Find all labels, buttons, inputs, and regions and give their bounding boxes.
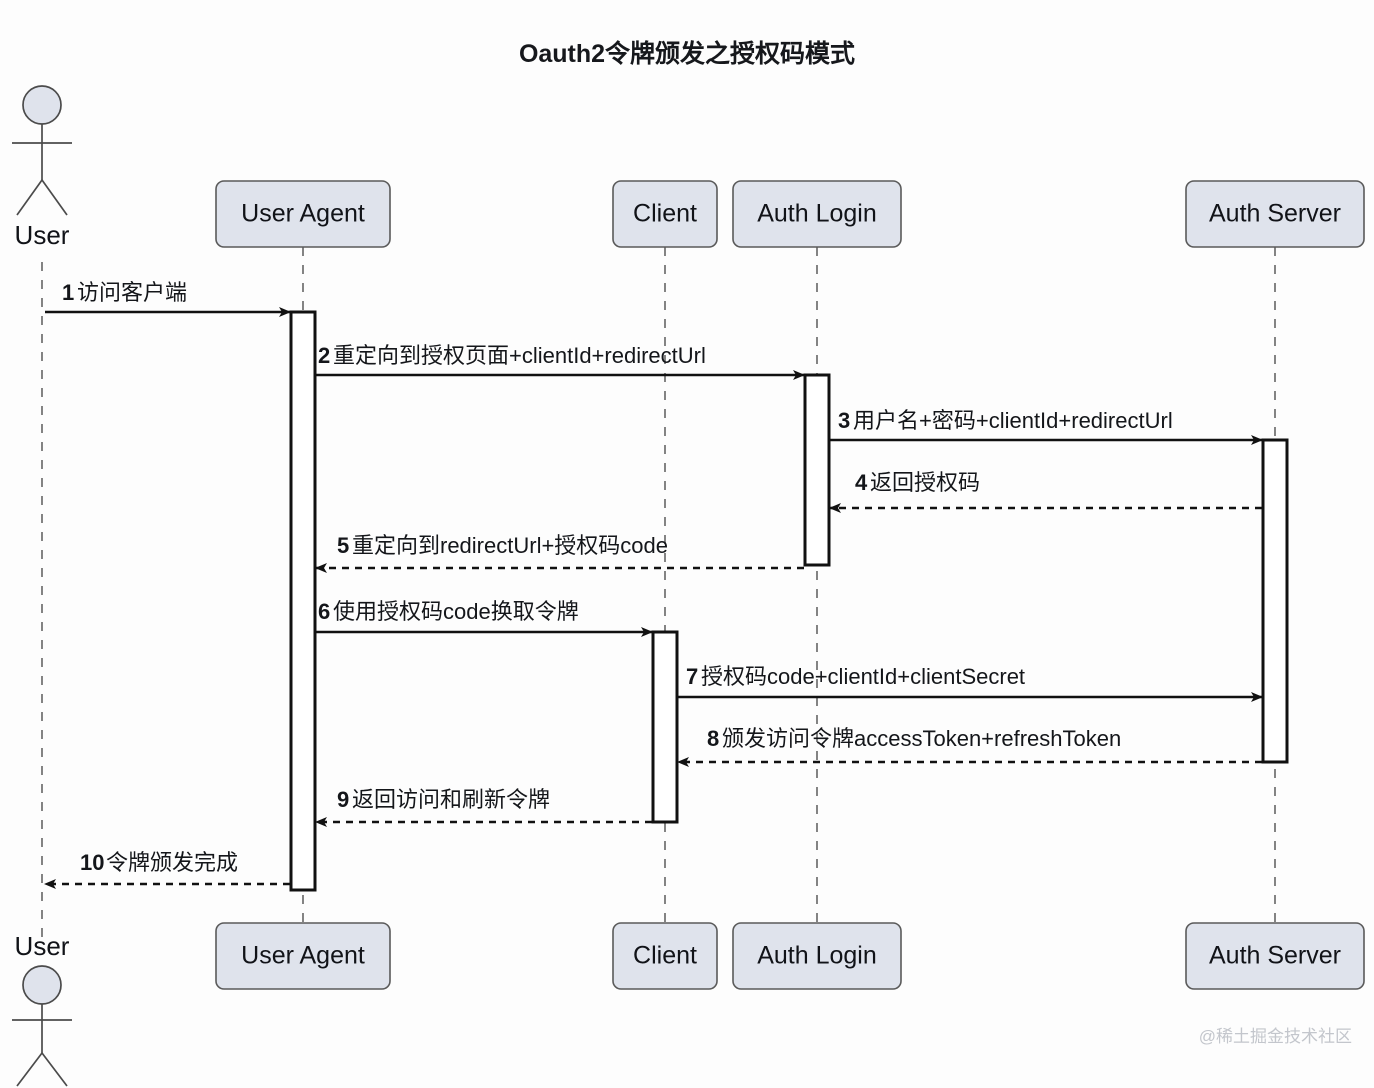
actor-label-bottom: User <box>15 931 70 961</box>
message-number-7: 7 <box>686 664 698 689</box>
activation-bar-client <box>651 630 679 824</box>
message-text-9: 返回访问和刷新令牌 <box>352 787 550 812</box>
message-number-5: 5 <box>337 533 349 558</box>
message-text-2: 重定向到授权页面+clientId+redirectUrl <box>333 343 706 368</box>
message-number-4: 4 <box>855 470 868 495</box>
participant-box-auth-server-top[interactable] <box>1185 180 1365 248</box>
message-text-5: 重定向到redirectUrl+授权码code <box>352 533 668 558</box>
participant-label-user-agent-top: User Agent <box>241 200 365 228</box>
actor-leg-left-bottom <box>16 1052 43 1087</box>
participant-label-client-top: Client <box>633 200 697 228</box>
participant-user-agent-bottom[interactable]: User Agent <box>215 922 391 990</box>
participant-auth-login-bottom[interactable]: Auth Login <box>732 922 902 990</box>
activation-bar-auth-login <box>803 373 831 567</box>
actor-user-top: User <box>12 85 72 250</box>
participant-box-auth-login-bottom[interactable] <box>732 922 902 990</box>
message-text-1: 访问客户端 <box>77 280 187 305</box>
participant-box-user-agent-top[interactable] <box>215 180 391 248</box>
participant-label-auth-login-bottom: Auth Login <box>757 942 877 970</box>
message-number-1: 1 <box>62 280 74 305</box>
participant-label-auth-server-top: Auth Server <box>1209 200 1341 228</box>
message-text-8: 颁发访问令牌accessToken+refreshToken <box>722 726 1121 751</box>
actor-label-top: User <box>15 220 70 250</box>
activations-group <box>289 310 1289 892</box>
actor-leg-left <box>16 179 43 216</box>
participant-client-top[interactable]: Client <box>612 180 718 248</box>
message-number-2: 2 <box>318 343 330 368</box>
participant-box-client-top[interactable] <box>612 180 718 248</box>
watermark-label: @稀土掘金技术社区 <box>1199 1027 1352 1046</box>
message-text-4: 返回授权码 <box>870 470 980 495</box>
actor-user-bottom: User <box>12 931 72 1087</box>
participant-auth-server-bottom[interactable]: Auth Server <box>1185 922 1365 990</box>
participant-auth-login-top[interactable]: Auth Login <box>732 180 902 248</box>
participant-box-client-bottom[interactable] <box>612 922 718 990</box>
activation-bar-auth-server <box>1261 438 1289 764</box>
actor-head-icon <box>22 85 62 125</box>
participant-box-user-agent-bottom[interactable] <box>215 922 391 990</box>
participant-auth-server-top[interactable]: Auth Server <box>1185 180 1365 248</box>
message-number-9: 9 <box>337 787 349 812</box>
participant-box-auth-login-top[interactable] <box>732 180 902 248</box>
message-text-10: 令牌颁发完成 <box>106 850 238 875</box>
participant-label-auth-login-top: Auth Login <box>757 200 877 228</box>
message-number-3: 3 <box>838 408 850 433</box>
participant-label-client-bottom: Client <box>633 942 697 970</box>
message-text-3: 用户名+密码+clientId+redirectUrl <box>853 408 1173 433</box>
actor-head-icon-bottom <box>22 965 62 1005</box>
activation-bar-user-agent <box>289 310 317 892</box>
message-number-8: 8 <box>707 726 719 751</box>
actor-leg-right-bottom <box>41 1052 68 1087</box>
message-text-6: 使用授权码code换取令牌 <box>333 599 579 624</box>
participant-client-bottom[interactable]: Client <box>612 922 718 990</box>
message-text-7: 授权码code+clientId+clientSecret <box>701 664 1025 689</box>
diagram-title: Oauth2令牌颁发之授权码模式 <box>519 39 855 68</box>
participant-user-agent-top[interactable]: User Agent <box>215 180 391 248</box>
message-number-6: 6 <box>318 599 330 624</box>
participant-box-auth-server-bottom[interactable] <box>1185 922 1365 990</box>
actor-leg-right <box>41 179 68 216</box>
message-number-10: 10 <box>80 850 104 875</box>
participant-label-user-agent-bottom: User Agent <box>241 942 365 970</box>
participant-label-auth-server-bottom: Auth Server <box>1209 942 1341 970</box>
